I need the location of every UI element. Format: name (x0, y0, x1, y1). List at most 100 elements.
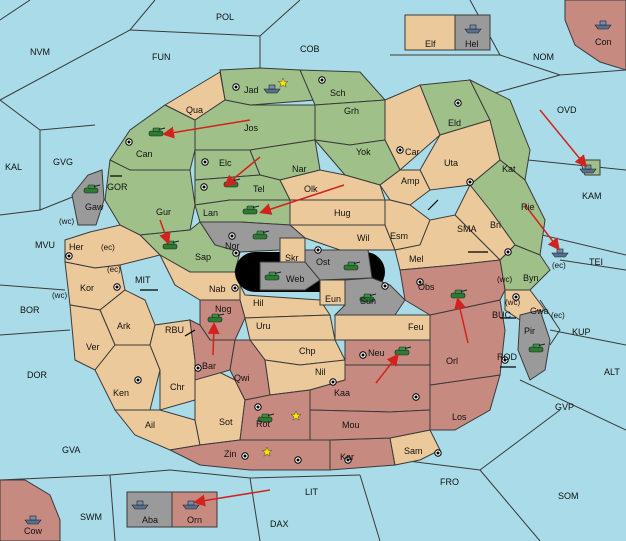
svg-text:Obs: Obs (418, 282, 435, 292)
move-arrows (159, 109, 587, 507)
province-con[interactable] (564, 0, 626, 71)
svg-text:NOM: NOM (533, 52, 554, 62)
svg-text:Grh: Grh (344, 106, 359, 116)
svg-text:Qwi: Qwi (234, 373, 250, 383)
svg-text:Hel: Hel (465, 39, 479, 49)
svg-text:Sun: Sun (360, 296, 376, 306)
svg-text:POL: POL (216, 12, 234, 22)
svg-text:Sch: Sch (330, 88, 346, 98)
svg-text:Neu: Neu (368, 348, 385, 358)
province-gaw[interactable] (71, 169, 105, 226)
adjacency-arrows (110, 175, 516, 368)
svg-text:Sap: Sap (195, 252, 211, 262)
svg-text:Bar: Bar (202, 361, 216, 371)
svg-text:Olk: Olk (304, 184, 318, 194)
svg-text:Car: Car (405, 147, 420, 157)
province-web[interactable] (259, 261, 321, 291)
svg-text:Ost: Ost (316, 257, 331, 267)
svg-text:BUC: BUC (492, 310, 512, 320)
svg-text:Nar: Nar (292, 164, 307, 174)
svg-text:MVU: MVU (35, 240, 55, 250)
province-labels: Jad Sch Qua Jos Can Grh Elc Nar Yok Car … (24, 37, 612, 536)
svg-text:(wc): (wc) (59, 217, 74, 226)
svg-text:GVA: GVA (62, 445, 80, 455)
svg-text:(wc): (wc) (52, 291, 67, 300)
svg-text:KAM: KAM (582, 191, 602, 201)
province-obs[interactable] (399, 259, 506, 316)
svg-text:(wc): (wc) (497, 275, 512, 284)
svg-text:FUN: FUN (152, 52, 171, 62)
svg-text:ROD: ROD (497, 352, 518, 362)
svg-text:COB: COB (300, 44, 320, 54)
svg-text:Gaw: Gaw (85, 202, 104, 212)
svg-text:Mou: Mou (342, 420, 360, 430)
svg-text:Gwa: Gwa (530, 306, 549, 316)
svg-text:Uru: Uru (256, 321, 271, 331)
svg-text:Wil: Wil (357, 233, 370, 243)
svg-text:Zin: Zin (224, 449, 237, 459)
svg-text:DOR: DOR (27, 370, 48, 380)
svg-text:(ec): (ec) (551, 311, 565, 320)
svg-text:TEI: TEI (589, 257, 603, 267)
sea-labels: POL NVM FUN COB NOM OVD KAL GVG GOR MVU … (5, 12, 620, 529)
province-aba[interactable] (126, 491, 173, 528)
coast-labels: (wc) (ec) (ec) (wc) (wc) (wc) (ec) (ec) (52, 217, 566, 320)
svg-text:Elc: Elc (219, 158, 232, 168)
svg-text:Orn: Orn (187, 515, 202, 525)
svg-text:KAL: KAL (5, 162, 22, 172)
svg-text:MIT: MIT (135, 275, 151, 285)
svg-text:LIT: LIT (305, 487, 319, 497)
svg-text:Rie: Rie (521, 202, 535, 212)
svg-text:Qua: Qua (186, 105, 203, 115)
svg-text:Kaa: Kaa (334, 388, 350, 398)
svg-text:Hil: Hil (253, 298, 264, 308)
svg-text:Can: Can (136, 149, 153, 159)
svg-text:Yok: Yok (356, 147, 371, 157)
svg-text:SWM: SWM (80, 512, 102, 522)
svg-text:Ver: Ver (86, 342, 100, 352)
svg-text:(ec): (ec) (552, 261, 566, 270)
province-cow[interactable] (0, 479, 61, 541)
svg-text:Nil: Nil (315, 367, 326, 377)
svg-text:SOM: SOM (558, 491, 579, 501)
svg-text:Web: Web (286, 274, 304, 284)
svg-text:(ec): (ec) (101, 243, 115, 252)
svg-text:GVP: GVP (555, 402, 574, 412)
svg-text:Ken: Ken (113, 388, 129, 398)
svg-text:Sot: Sot (219, 417, 233, 427)
svg-text:Nab: Nab (209, 284, 226, 294)
svg-text:Rot: Rot (256, 419, 271, 429)
svg-text:Sam: Sam (404, 446, 423, 456)
svg-text:Nor: Nor (225, 241, 240, 251)
svg-text:Eld: Eld (448, 118, 461, 128)
province-mou[interactable] (309, 409, 431, 441)
svg-text:Jad: Jad (244, 85, 259, 95)
svg-text:Kat: Kat (502, 164, 516, 174)
svg-text:OVD: OVD (557, 105, 577, 115)
svg-text:Aba: Aba (142, 515, 158, 525)
svg-text:Con: Con (595, 37, 612, 47)
svg-text:Jos: Jos (244, 123, 259, 133)
svg-text:Pir: Pir (524, 326, 535, 336)
svg-text:Ail: Ail (145, 420, 155, 430)
svg-text:Chp: Chp (299, 346, 316, 356)
svg-text:Orl: Orl (446, 356, 458, 366)
svg-text:Lan: Lan (203, 208, 218, 218)
svg-text:Mel: Mel (409, 254, 424, 264)
svg-text:DAX: DAX (270, 519, 289, 529)
svg-text:(wc): (wc) (505, 298, 520, 307)
svg-text:Uta: Uta (444, 158, 458, 168)
svg-text:Kor: Kor (80, 283, 94, 293)
svg-text:Ark: Ark (117, 321, 131, 331)
svg-text:Eun: Eun (325, 294, 341, 304)
svg-text:SMA: SMA (457, 224, 477, 234)
svg-text:Esm: Esm (390, 231, 408, 241)
svg-text:Byn: Byn (523, 273, 539, 283)
province-neu[interactable] (344, 339, 431, 366)
svg-text:Feu: Feu (408, 322, 424, 332)
svg-text:ALT: ALT (604, 367, 620, 377)
svg-text:GVG: GVG (53, 157, 73, 167)
svg-text:Los: Los (452, 412, 467, 422)
